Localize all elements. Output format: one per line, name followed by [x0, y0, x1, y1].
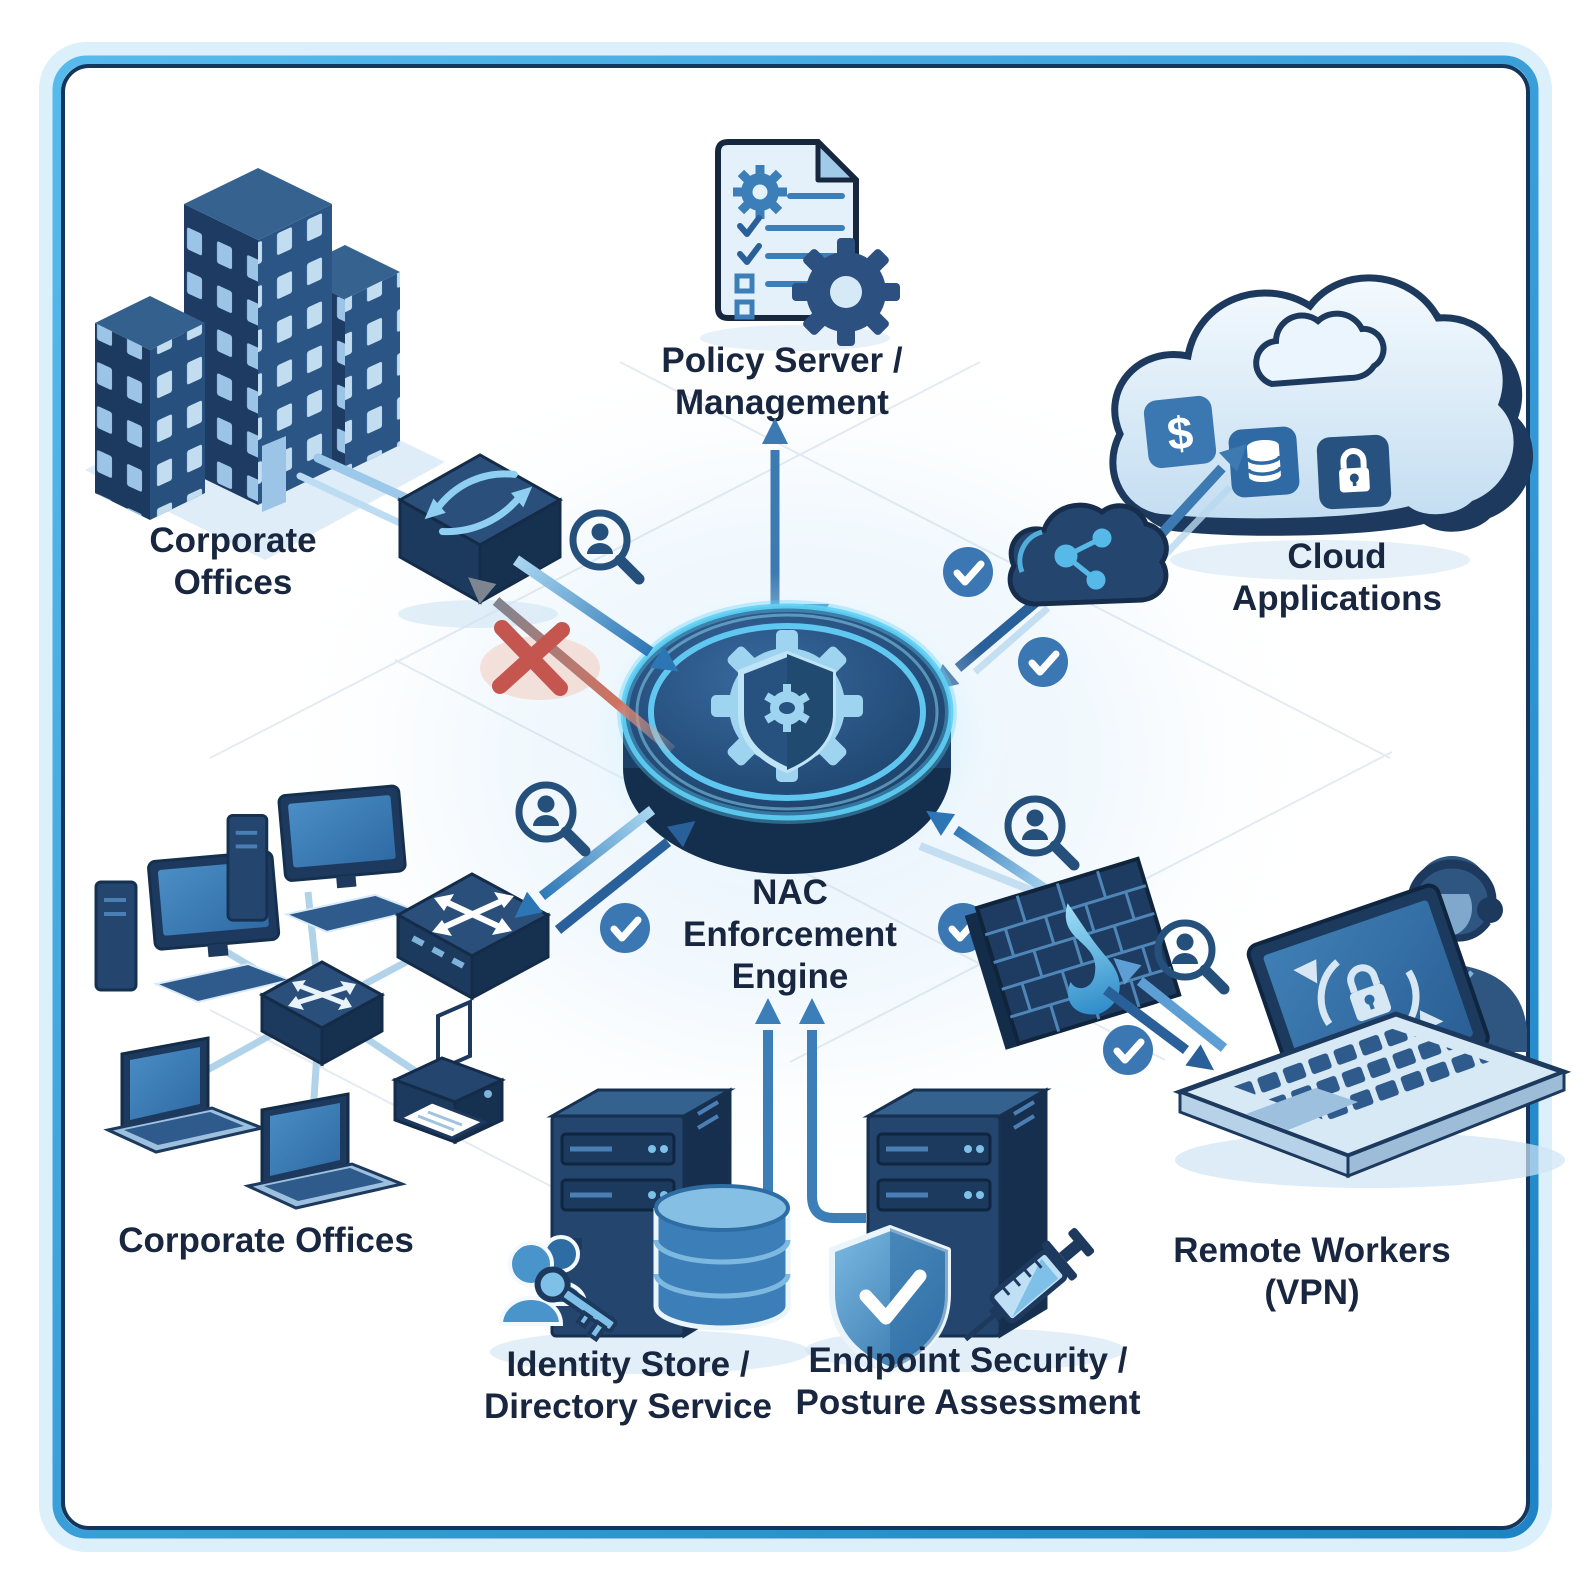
label-cloud-line1: Cloud — [1287, 537, 1386, 576]
endpoint-security-node — [805, 1090, 1125, 1373]
headset-band — [1407, 859, 1497, 901]
label-remote-workers-line2: (VPN) — [1264, 1273, 1359, 1312]
check-circle-icon — [943, 547, 993, 597]
laptop-touchpad — [1246, 1088, 1358, 1130]
policy-document-icon — [715, 139, 900, 346]
checklist-lines — [765, 193, 845, 287]
firewall-node — [918, 799, 1182, 1050]
switch-ports — [411, 935, 465, 969]
building-tower-left — [95, 296, 205, 520]
gear-icon-large — [792, 238, 900, 346]
label-cloud-line2: Applications — [1232, 579, 1442, 618]
gear-icon — [733, 165, 787, 219]
lan-cluster — [94, 783, 552, 1210]
vpn-laptop-icon — [1172, 883, 1572, 1179]
checklist-box — [734, 273, 755, 294]
brick-lines — [984, 870, 1172, 1032]
label-nac-line3: Engine — [732, 957, 849, 996]
firewall-icon — [964, 856, 1182, 1050]
check-circle-icon — [1018, 637, 1068, 687]
policy-server-node — [700, 139, 900, 351]
label-nac-line2: Enforcement — [683, 915, 897, 954]
lan-switch-big — [394, 872, 552, 1001]
direction-arrows-icon — [439, 897, 507, 931]
syringe-icon — [963, 1227, 1095, 1342]
denied-x-icon — [492, 620, 570, 696]
label-remote-workers-line1: Remote Workers — [1173, 1231, 1451, 1270]
nac-engine-node — [559, 573, 1015, 897]
cloud-glyph-icon — [1253, 310, 1387, 388]
checklist-checks — [737, 215, 762, 265]
firewall-laptop-arrows — [1103, 923, 1224, 1081]
switch-engine-path — [459, 513, 686, 754]
shield-check-icon — [829, 1225, 951, 1373]
printed-lines — [417, 1110, 463, 1132]
label-policy-server-line1: Policy Server / — [661, 341, 903, 380]
identity-key-icon — [498, 1235, 618, 1343]
label-policy-server-line2: Management — [675, 383, 889, 422]
network-nodes-icon — [1017, 528, 1112, 590]
dollar-glyph: $ — [1165, 406, 1196, 460]
checklist-box — [734, 299, 755, 320]
building-door — [262, 436, 286, 512]
label-corporate-offices-bottom: Corporate Offices — [118, 1221, 414, 1260]
database-cylinder-icon — [653, 1184, 791, 1331]
relay-cloud-icon — [1007, 502, 1169, 607]
cloud-applications-node: $ — [1109, 274, 1534, 580]
lan-engine-arrows — [506, 785, 704, 953]
label-endpoint-line1: Endpoint Security / — [809, 1341, 1128, 1380]
remote-worker-node — [1172, 856, 1572, 1188]
check-circle-icon — [600, 903, 650, 953]
headset-earcup — [1477, 897, 1503, 923]
gear-shield-icon — [711, 630, 863, 782]
diagram-border — [39, 42, 1552, 1552]
direction-arrows-icon — [293, 983, 351, 1007]
printer-icon — [391, 998, 506, 1145]
grid-lines — [209, 361, 1393, 1259]
relay-cloud-node — [922, 434, 1256, 701]
lan-switch-small — [258, 960, 386, 1067]
label-endpoint-line2: Posture Assessment — [796, 1383, 1141, 1422]
small-gear-icon — [764, 684, 810, 732]
label-identity-line2: Directory Service — [484, 1387, 772, 1426]
identity-store-node — [490, 1090, 810, 1374]
lock-tile-icon — [1316, 434, 1392, 510]
label-nac-line1: NAC — [752, 873, 828, 912]
check-circle-icon — [1103, 1025, 1153, 1075]
corporate-offices-building — [85, 168, 445, 560]
label-identity-line1: Identity Store / — [506, 1345, 749, 1384]
cloud-icon — [1109, 274, 1521, 526]
key-icon — [534, 1266, 618, 1343]
building-tower-main — [184, 168, 332, 512]
label-corporate-offices-top-line1: Corporate — [149, 521, 316, 560]
dollar-app-icon: $ — [1143, 395, 1217, 469]
flame-icon — [1065, 903, 1120, 1015]
swap-arrows-icon — [424, 470, 533, 535]
label-corporate-offices-top-line2: Offices — [174, 563, 293, 602]
